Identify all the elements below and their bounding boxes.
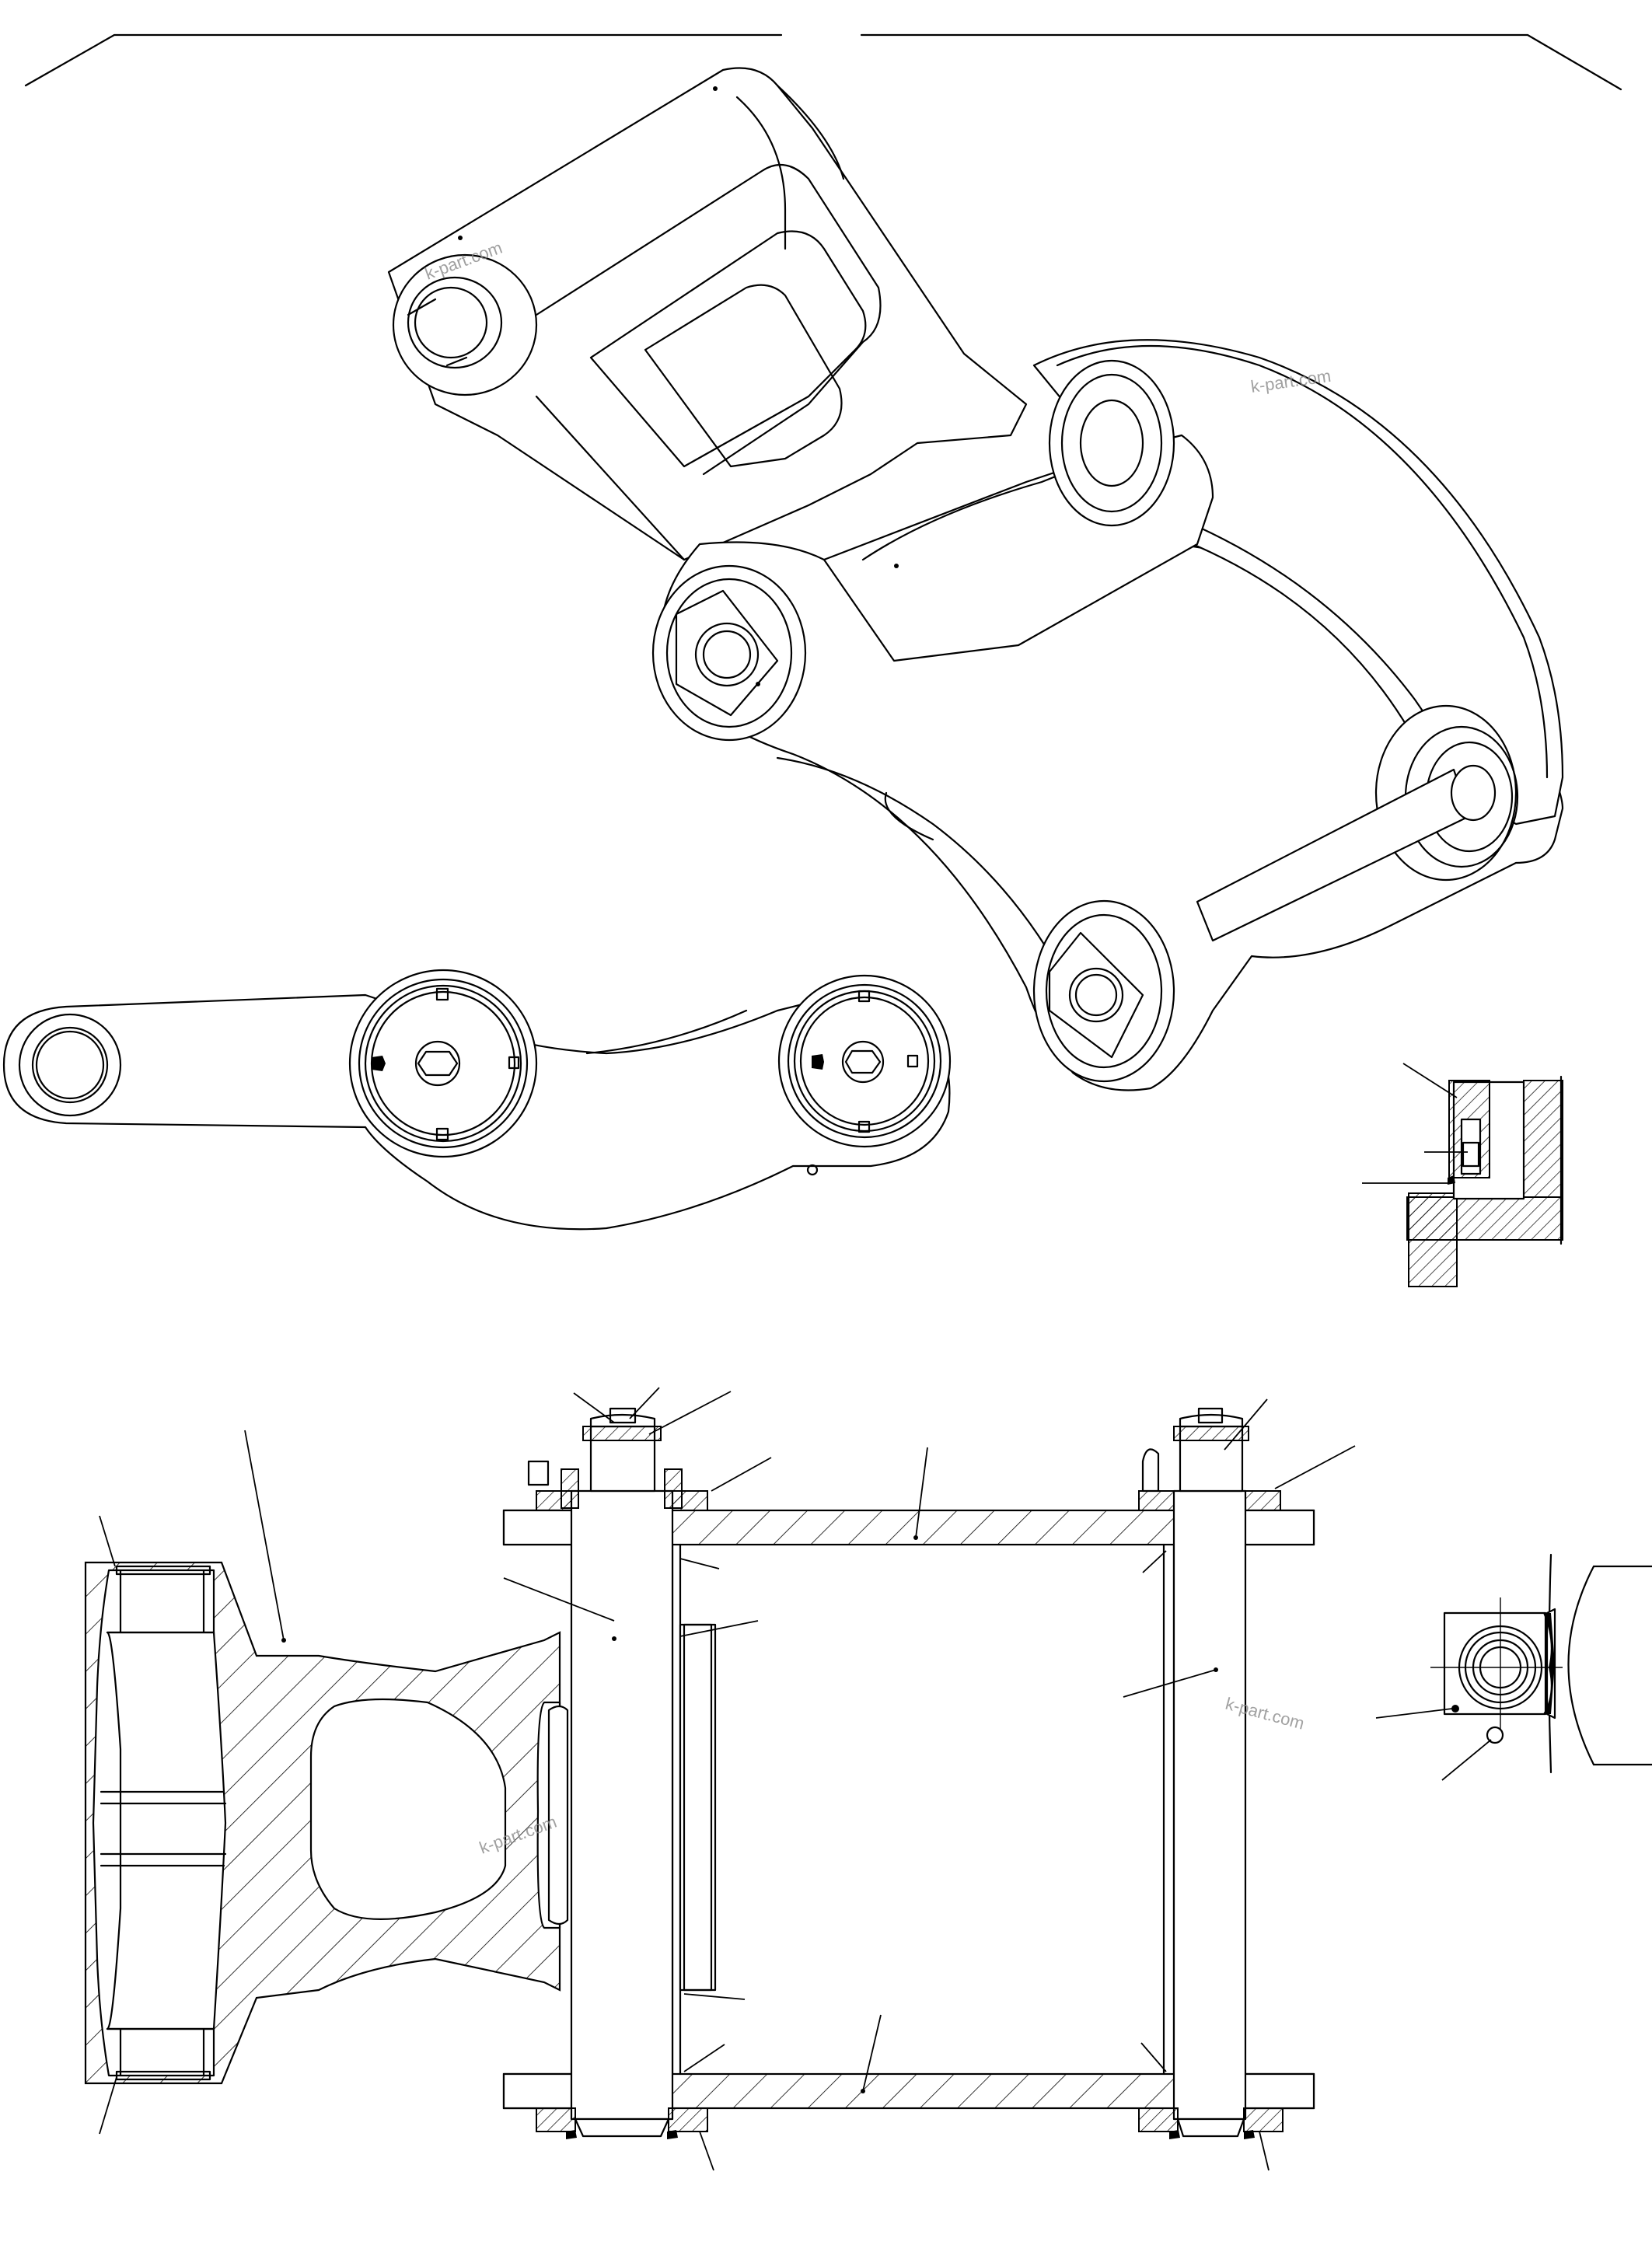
isometric-view: k-part.com k-part.com (387, 67, 1564, 1091)
left-pin (527, 1407, 708, 2139)
frame-top (24, 33, 1622, 91)
section-leaders (99, 1387, 1356, 2171)
right-pin (1138, 1407, 1284, 2139)
left-boss-plate (651, 564, 807, 742)
detail-view-a (1362, 1063, 1563, 1287)
side-left-disc (348, 969, 538, 1158)
link-section (84, 1561, 569, 2085)
side-right-disc (777, 974, 952, 1148)
shaft-end-boss (1196, 704, 1519, 942)
section-view: k-part.com k-part.com (84, 1387, 1356, 2171)
side-view (2, 969, 952, 1231)
right-boss-bottom (1032, 899, 1175, 1083)
detail-view-b (1375, 1553, 1652, 1781)
right-boss-top (1048, 359, 1175, 527)
upper-link-arm (387, 67, 1028, 561)
